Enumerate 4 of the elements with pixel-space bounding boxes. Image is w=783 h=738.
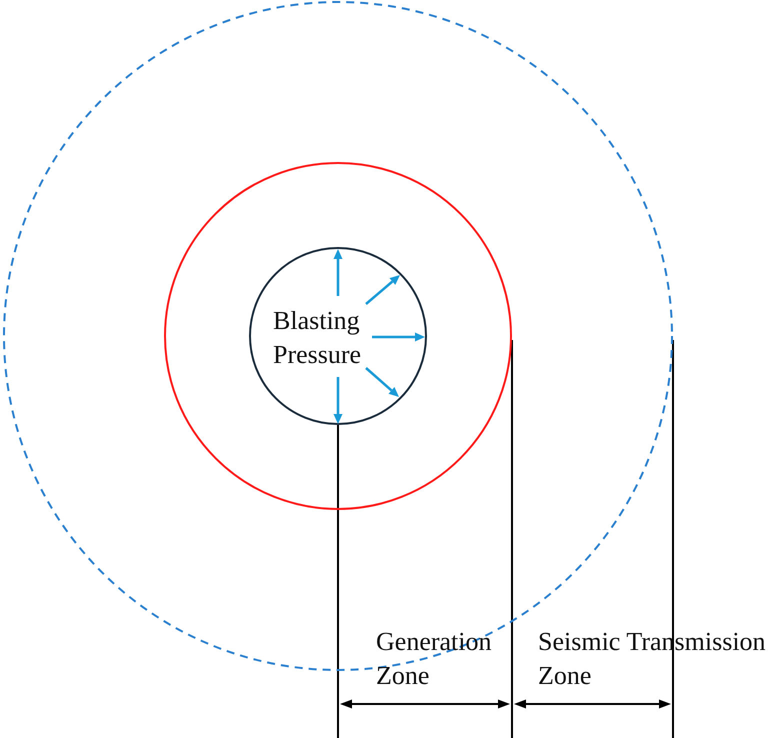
node-label: Blasting Pressure bbox=[273, 305, 362, 371]
inner-circle bbox=[249, 247, 427, 425]
middle-circle bbox=[164, 162, 512, 510]
zone-label: Generation Zone bbox=[376, 626, 493, 692]
